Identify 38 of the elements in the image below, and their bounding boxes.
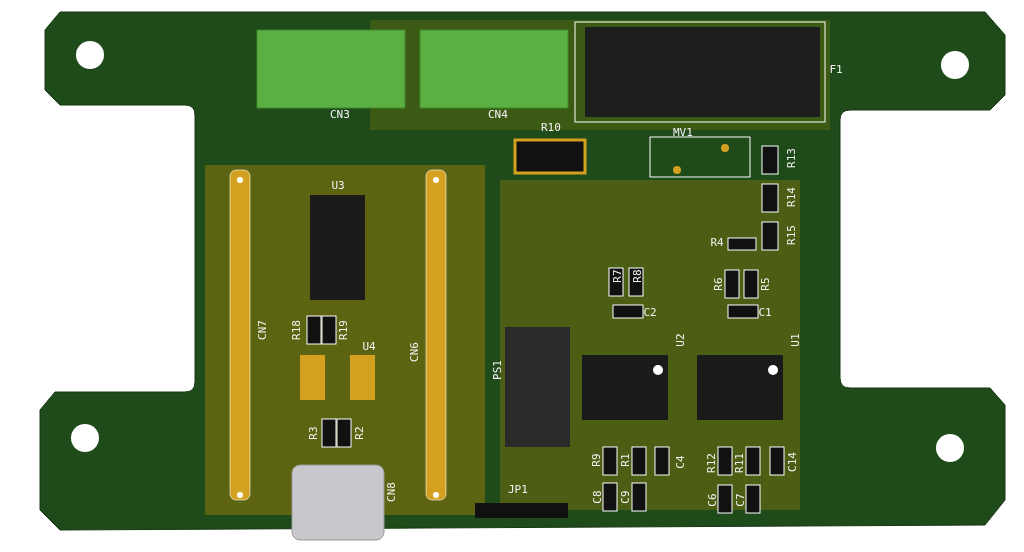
reference-designator: C4 (674, 455, 687, 469)
reference-designator: C1 (758, 307, 772, 319)
reference-designator: U1 (789, 333, 802, 347)
reference-designator: C6 (706, 493, 719, 507)
reference-designator: R9 (590, 453, 603, 467)
reference-designator: CN6 (408, 342, 421, 362)
reference-designator: C14 (786, 452, 799, 472)
reference-designator: R15 (785, 225, 798, 245)
reference-designator: R10 (541, 122, 561, 134)
reference-designator: R12 (705, 453, 718, 473)
reference-designator: PS1 (491, 360, 504, 380)
reference-designator: U4 (362, 341, 376, 353)
reference-designator: R13 (785, 148, 798, 168)
reference-designator: CN3 (330, 109, 350, 121)
reference-designator: C9 (619, 490, 632, 504)
reference-designator: C8 (591, 490, 604, 504)
reference-designator: R18 (290, 320, 303, 340)
reference-designator: JP1 (508, 484, 528, 496)
reference-designator: R1 (619, 453, 632, 467)
reference-designator: U3 (331, 180, 345, 192)
reference-designator: R5 (759, 277, 772, 291)
reference-designator: R3 (307, 426, 320, 440)
reference-designator: R19 (337, 320, 350, 340)
reference-designator: CN7 (256, 320, 269, 340)
reference-designator: R11 (733, 453, 746, 473)
reference-designator: CN4 (488, 109, 508, 121)
reference-designator: MV1 (673, 127, 693, 139)
reference-designator: R6 (712, 277, 725, 291)
reference-designator: R14 (785, 187, 798, 207)
reference-designator: R2 (353, 426, 366, 440)
reference-designator: C2 (643, 307, 657, 319)
reference-designator: R7 (611, 269, 624, 283)
reference-designator: F1 (829, 64, 843, 76)
reference-designator: R8 (631, 269, 644, 283)
reference-designator: CN8 (385, 482, 398, 502)
reference-designator: R4 (710, 237, 724, 249)
reference-designator: C7 (734, 493, 747, 507)
reference-designator: U2 (674, 333, 687, 347)
